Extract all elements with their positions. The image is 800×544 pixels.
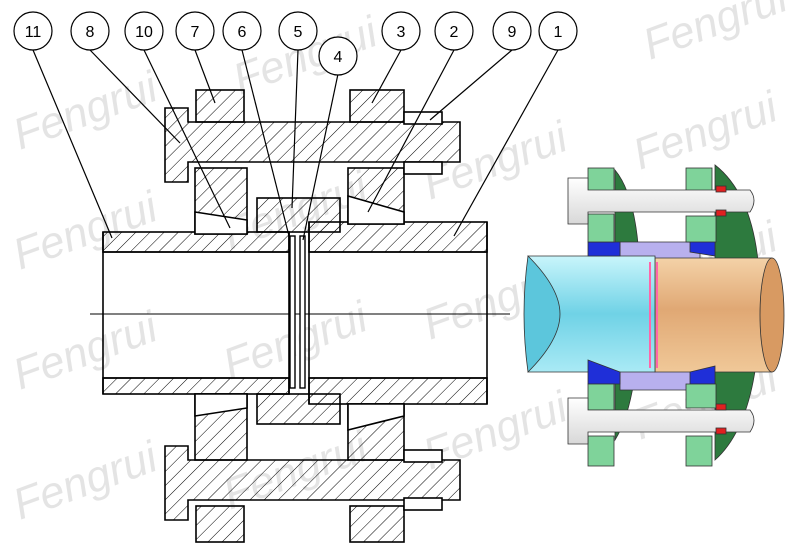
watermark-4: Fengrui xyxy=(7,182,165,279)
callout-9 xyxy=(492,11,532,51)
callout-label-10: 10 xyxy=(135,24,153,41)
callout-label-6: 6 xyxy=(238,24,247,41)
lower-flange-left xyxy=(194,393,248,461)
section-drawing xyxy=(90,89,510,543)
clamp-bot-right2 xyxy=(685,435,713,467)
nut-bot-1 xyxy=(715,403,727,411)
callout-label-1: 1 xyxy=(554,24,563,41)
callout-2 xyxy=(434,11,474,51)
watermark-1: Fengrui xyxy=(7,62,165,159)
nut-bot-2 xyxy=(715,427,727,435)
callout-label-8: 8 xyxy=(86,24,95,41)
upper-bolt xyxy=(164,89,461,183)
clamp-top-mid xyxy=(587,213,615,243)
callout-11 xyxy=(13,11,53,51)
clamp-bot-right xyxy=(685,383,717,409)
nut-top-1 xyxy=(715,185,727,193)
gasket-bottom-left xyxy=(587,359,621,385)
gasket-top-left xyxy=(587,241,621,257)
lower-bolt xyxy=(164,445,461,543)
watermark-7: Fengrui xyxy=(627,82,785,179)
upper-flange-left xyxy=(194,167,248,235)
callout-6 xyxy=(222,11,262,51)
pipe-right-end xyxy=(759,257,785,373)
callout-label-9: 9 xyxy=(508,24,517,41)
callout-label-4: 4 xyxy=(334,49,343,66)
callout-8 xyxy=(70,11,110,51)
watermark-3: Fengrui xyxy=(637,0,795,69)
callout-label-5: 5 xyxy=(294,24,303,41)
callout-1 xyxy=(538,11,578,51)
pipe-left xyxy=(102,231,290,395)
center-sleeve xyxy=(256,197,341,425)
seal-rings xyxy=(289,235,306,389)
callout-10 xyxy=(124,11,164,51)
callout-label-3: 3 xyxy=(397,24,406,41)
callout-3 xyxy=(381,11,421,51)
nut-top-2 xyxy=(715,209,727,217)
watermark-12: Fengrui xyxy=(7,432,165,529)
callout-label-11: 11 xyxy=(25,24,42,41)
clamp-bot-left2 xyxy=(587,435,615,467)
pipe-left-bore xyxy=(523,255,561,373)
lower-flange-right xyxy=(347,403,405,461)
callout-4 xyxy=(318,36,358,76)
callout-label-2: 2 xyxy=(450,24,459,41)
watermark-9: Fengrui xyxy=(217,292,375,389)
callout-5 xyxy=(278,11,318,51)
cutaway-render xyxy=(523,164,785,467)
clamp-top-right2 xyxy=(685,215,717,243)
clamp-bot-left xyxy=(587,383,615,411)
leader-lines xyxy=(32,49,559,241)
callouts: 11 8 10 7 6 5 4 3 2 9 1 xyxy=(13,11,578,241)
callout-7 xyxy=(175,11,215,51)
callout-label-7: 7 xyxy=(191,24,200,41)
